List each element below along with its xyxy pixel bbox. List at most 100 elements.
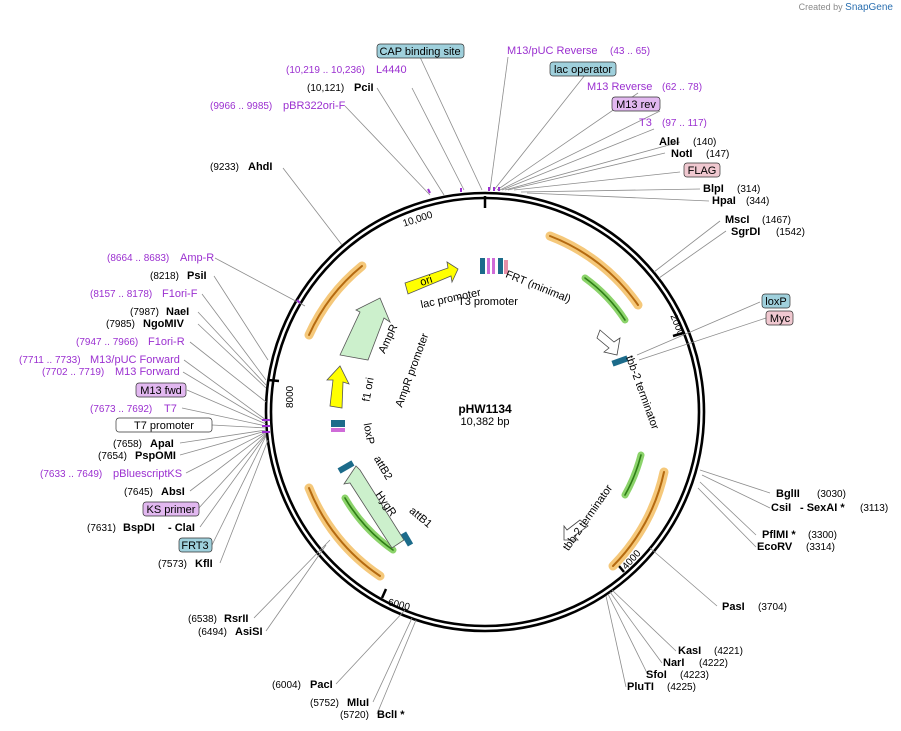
clai-label: - ClaI: [168, 522, 195, 534]
ngomiv-label: NgoMIV: [143, 318, 185, 330]
l4440-label: L4440: [376, 64, 407, 76]
pcii-label: PciI: [354, 82, 374, 94]
pbr322ori-label: pBR322ori-F: [283, 100, 346, 112]
position-ticks: [267, 196, 684, 599]
pasi-pos: (3704): [758, 602, 787, 613]
m13-fwd-box: [135, 382, 187, 398]
attb2-label: attB2: [371, 454, 394, 482]
nari-label: NarI: [663, 657, 684, 669]
t7-promoter-label: T7 promoter: [134, 420, 194, 432]
tbb2-terminator-label-1: tbb-2 terminator: [623, 354, 661, 431]
m13puc-forward-pos: (7711 .. 7733): [19, 355, 81, 366]
msci-label: MscI: [725, 214, 749, 226]
msci-pos: (1467): [762, 215, 791, 226]
tick-label-8000: 8000: [285, 385, 296, 408]
pflmi-label: PflMI *: [762, 529, 796, 541]
ori-arrow: [404, 261, 459, 295]
sfoi-pos: (4223): [680, 670, 709, 681]
asisi-pos: (6494): [198, 627, 227, 638]
noti-label: NotI: [671, 148, 692, 160]
ecorv-label: EcoRV: [757, 541, 793, 553]
asisi-label: AsiSI: [235, 626, 263, 638]
tbb2-term-arrow-1: [596, 329, 621, 356]
hygr-arrow: [343, 465, 405, 549]
paci-label: PacI: [310, 679, 333, 691]
csii-pos: (3113): [860, 503, 888, 514]
kasi-pos: (4221): [714, 646, 743, 657]
inner-features: [326, 258, 629, 549]
l4440-pos: (10,219 .. 10,236): [286, 65, 365, 76]
snapgene-brand: SnapGene: [845, 2, 893, 13]
f1ori-arrow: [326, 365, 350, 409]
pbluescriptks-pos: (7633 .. 7649): [40, 469, 102, 480]
bglii-label: BglII: [776, 488, 800, 500]
ngomiv-pos: (7985): [106, 319, 135, 330]
myc-box: [765, 310, 794, 326]
loxp-marker-right: [611, 355, 629, 367]
ahdi-pos: (9233): [210, 162, 239, 173]
alei-label: AleI: [659, 136, 679, 148]
tick-label-6000: 6000: [387, 597, 412, 613]
loxp-label: loxP: [361, 422, 377, 445]
ks-primer-label: KS primer: [147, 504, 196, 516]
snapgene-watermark: Created by SnapGene: [799, 2, 893, 13]
pflmi-pos: (3300): [808, 530, 837, 541]
flag-box: [683, 162, 721, 178]
kfli-label: KflI: [195, 558, 213, 570]
frt3-box: [178, 537, 213, 553]
naei-label: NaeI: [166, 306, 189, 318]
m13puc-reverse-label: M13/pUC Reverse: [507, 45, 597, 57]
loxp-box: [761, 293, 791, 309]
feature-arcs: [304, 231, 669, 581]
tbb2-term-arrow-2: [563, 519, 589, 541]
paci-pos: (6004): [272, 680, 301, 691]
sexai-label: - SexAI *: [800, 502, 845, 514]
attb1-marker: [400, 531, 414, 547]
flag-label: FLAG: [688, 165, 717, 177]
bcli-pos: (5720): [340, 710, 369, 721]
csii-label: CsiI: [771, 502, 791, 514]
apai-label: ApaI: [150, 438, 174, 450]
plasmid-length: 10,382 bp: [461, 416, 510, 428]
kasi-label: KasI: [678, 645, 701, 657]
loxp-box-label: loxP: [765, 296, 786, 308]
attb2-marker: [337, 460, 355, 474]
m13puc-forward-label: M13/pUC Forward: [90, 354, 180, 366]
lac-operator-label: lac operator: [554, 64, 612, 76]
amp-r-pos: (8664 .. 8683): [107, 253, 169, 264]
hpai-pos: (344): [746, 196, 769, 207]
sgrdi-pos: (1542): [776, 227, 805, 238]
psii-label: PsiI: [187, 270, 207, 282]
bspdi-pos: (7631): [87, 523, 116, 534]
rsrii-label: RsrII: [224, 613, 248, 625]
pbluescriptks-label: pBluescriptKS: [113, 468, 182, 480]
pasi-label: PasI: [722, 601, 745, 613]
f1ori-r-pos: (7947 .. 7966): [76, 337, 138, 348]
bglii-pos: (3030): [817, 489, 846, 500]
t7-pos: (7673 .. 7692): [90, 404, 152, 415]
pcii-pos: (10,121): [307, 83, 344, 94]
bspdi-label: BspDI: [123, 522, 155, 534]
apai-pos: (7658): [113, 439, 142, 450]
tbb2-terminator-label-2: tbb-2 terminator: [561, 482, 616, 553]
ecorv-pos: (3314): [806, 542, 835, 553]
sfoi-label: SfoI: [646, 669, 667, 681]
ampr-arrow: [339, 297, 391, 361]
loxp-marker-left: [331, 420, 345, 427]
f1ori-f-pos: (8157 .. 8178): [90, 289, 152, 300]
rsrii-pos: (6538): [188, 614, 217, 625]
absi-pos: (7645): [124, 487, 153, 498]
f1ori-f-label: F1ori-F: [162, 288, 198, 300]
ks-primer-box: [142, 501, 200, 517]
m13-rev-box: [611, 96, 661, 112]
mlui-label: MluI: [347, 697, 369, 709]
leader-lines: [179, 56, 771, 715]
amp-r-label: Amp-R: [180, 252, 214, 264]
watermark-prefix: Created by: [798, 2, 843, 12]
plasmid-name: pHW1134: [458, 402, 512, 416]
noti-pos: (147): [706, 149, 729, 160]
m13-reverse-pos: (62 .. 78): [662, 82, 702, 93]
m13-forward-pos: (7702 .. 7719): [42, 367, 104, 378]
f1ori-label: f1 ori: [361, 376, 377, 402]
